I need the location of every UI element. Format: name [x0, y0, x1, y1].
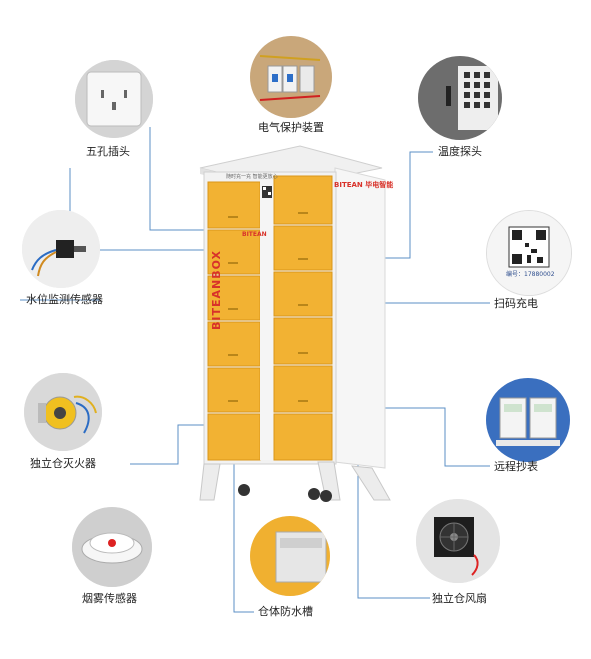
label-smoke-sensor: 烟雾传感器 — [82, 592, 137, 605]
electrical-protection-photo — [250, 36, 332, 118]
remote-meter-photo — [486, 378, 570, 462]
label-remote-meter: 远程抄表 — [494, 460, 538, 473]
scan-charging-photo — [486, 210, 572, 296]
waterproof-trough-photo — [250, 516, 330, 596]
label-water-level-sensor: 水位监测传感器 — [26, 293, 103, 306]
water-level-sensor-photo — [22, 210, 100, 288]
temperature-probe-photo — [418, 56, 502, 140]
fan-photo — [416, 499, 500, 583]
label-fan: 独立仓风扇 — [432, 592, 487, 605]
cabinet-header-text: 随时充一充 智能更放心 — [226, 174, 278, 180]
socket-photo — [75, 60, 153, 138]
cabinet-logo: BITEAN 毕电智能 — [334, 181, 394, 189]
label-temperature-probe: 温度探头 — [438, 145, 482, 158]
label-fire-extinguisher: 独立仓灭火器 — [30, 457, 96, 470]
label-socket: 五孔插头 — [86, 145, 130, 158]
label-scan-charging: 扫码充电 — [494, 297, 538, 310]
smoke-sensor-photo — [72, 507, 152, 587]
label-electrical-protection: 电气保护装置 — [258, 121, 324, 134]
label-waterproof-trough: 仓体防水槽 — [258, 605, 313, 618]
brand-vertical-text: BITEANBOX — [210, 249, 223, 330]
qr-caption: 编号：17880002 — [506, 271, 555, 278]
cabinet-small-logo: BITEAN — [242, 231, 267, 238]
fire-extinguisher-photo — [24, 373, 102, 451]
